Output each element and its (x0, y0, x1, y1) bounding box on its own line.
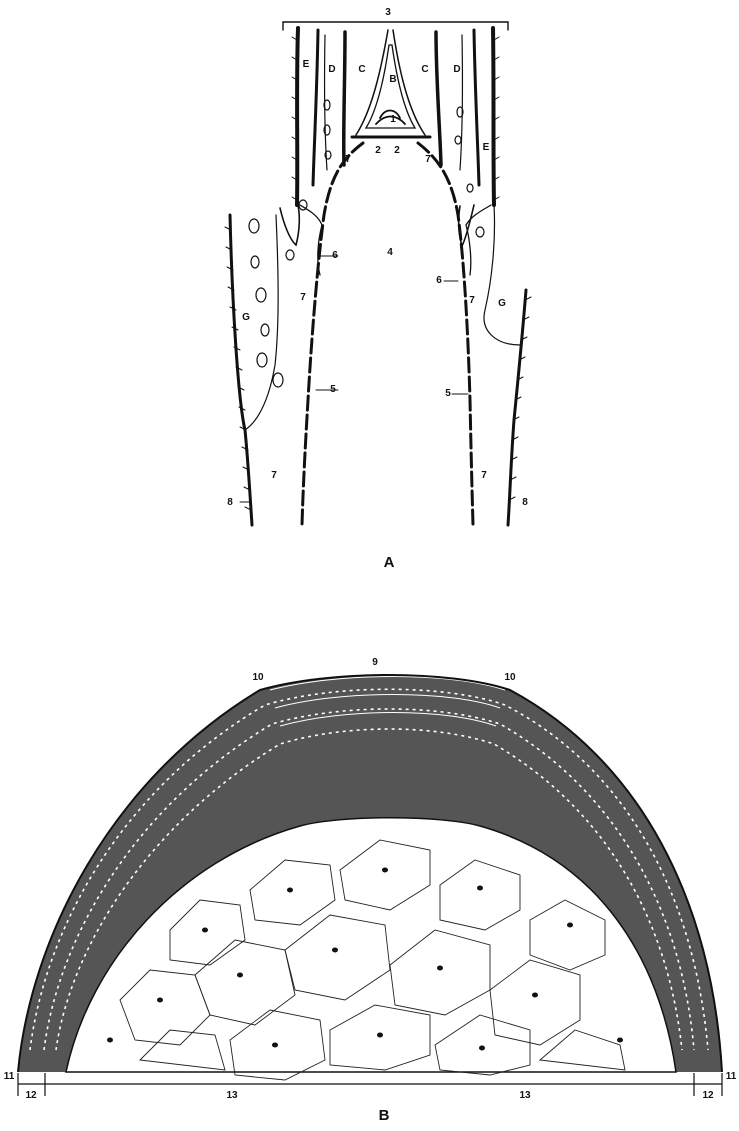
label-11-left: 11 (4, 1071, 15, 1082)
label-13-right: 13 (519, 1090, 531, 1101)
label-2-right: 2 (394, 145, 400, 156)
caption-b: B (379, 1107, 390, 1124)
channel-wall-left (302, 143, 363, 525)
label-d-right: D (453, 64, 460, 75)
layer-7-tongue-right (466, 205, 491, 275)
outer-wall-left (297, 28, 298, 205)
label-2-left: 2 (375, 145, 381, 156)
label-g-right: G (498, 298, 506, 309)
label-7-f: 7 (481, 470, 487, 481)
layer-c-wall-left (344, 32, 345, 165)
lower-wall-right-inner (484, 205, 520, 345)
lower-wall-left-inner (245, 215, 278, 430)
label-1: 1 (390, 114, 396, 125)
label-8-right: 8 (522, 497, 528, 508)
label-10-right: 10 (504, 672, 516, 683)
label-3: 3 (385, 7, 391, 18)
channel-wall-right (418, 143, 473, 525)
scale-bar (18, 1073, 722, 1096)
label-7-c: 7 (300, 292, 306, 303)
label-4: 4 (387, 247, 393, 258)
label-12-right: 12 (702, 1090, 714, 1101)
label-10-left: 10 (252, 672, 264, 683)
caption-a: A (384, 554, 395, 571)
label-7-d: 7 (469, 295, 475, 306)
label-e-right: E (483, 142, 490, 153)
label-9: 9 (372, 657, 378, 668)
pointer-lines-a (240, 256, 468, 502)
layer-d-wall-left (313, 30, 318, 185)
lower-wall-right-outer (508, 290, 526, 525)
label-c-left: C (358, 64, 365, 75)
label-12-left: 12 (25, 1090, 37, 1101)
figure-b-diagram: 9 10 10 11 11 12 12 13 13 (4, 657, 737, 1101)
label-c-right: C (421, 64, 428, 75)
label-5-left: 5 (330, 384, 336, 395)
outer-wall-right (493, 28, 494, 205)
label-11-right: 11 (726, 1071, 737, 1082)
label-7-a: 7 (345, 154, 351, 165)
label-7-e: 7 (271, 470, 277, 481)
label-d-left: D (328, 64, 335, 75)
label-5-right: 5 (445, 388, 451, 399)
label-6-left: 6 (332, 250, 338, 261)
layer-c-inner-left (325, 35, 327, 170)
label-e-left: E (303, 59, 310, 70)
label-g-left: G (242, 312, 250, 323)
label-b: B (389, 74, 396, 85)
label-6-right: 6 (436, 275, 442, 286)
figure-a-diagram: 3 B 1 2 2 C C D D E E 7 7 4 6 6 7 7 G G … (225, 7, 531, 525)
layer-d-wall-right (474, 30, 479, 185)
lower-left-fold (280, 205, 299, 245)
layer-c-inner-right (460, 35, 462, 170)
layer-c-wall-right (436, 32, 441, 165)
label-8-left: 8 (227, 497, 233, 508)
label-7-b: 7 (425, 154, 431, 165)
label-13-left: 13 (226, 1090, 238, 1101)
layer-7-tongue-left (300, 205, 322, 275)
cell-nuclei-a (249, 100, 484, 387)
